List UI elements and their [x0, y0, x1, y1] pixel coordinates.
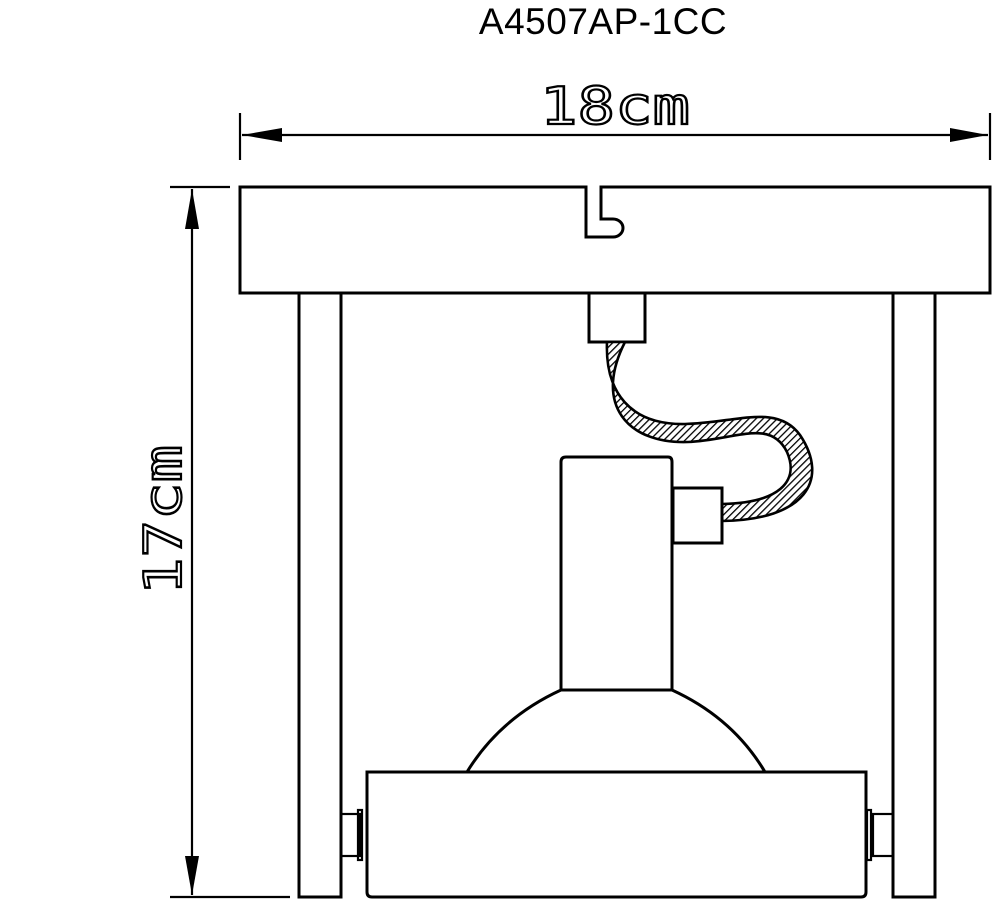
arrow-down-icon: [185, 856, 199, 895]
left-bracket-arm: [297, 291, 343, 899]
top-cable-connector: [587, 291, 647, 344]
arrow-left-icon: [242, 128, 282, 142]
flexible-cable-body: [605, 340, 814, 523]
right-bracket-arm: [891, 291, 937, 899]
height-dimension: 17cm: [133, 185, 290, 899]
left-pivot: [339, 808, 364, 862]
width-label: 18cm: [540, 77, 690, 137]
ceiling-base-plate: [238, 185, 992, 295]
lamp-stem: [559, 455, 674, 692]
lamp-body: [365, 770, 868, 899]
lamp-dome: [465, 688, 767, 773]
right-pivot: [865, 808, 895, 862]
side-cable-connector: [671, 486, 724, 545]
arrow-up-icon: [185, 189, 199, 229]
height-label: 17cm: [134, 445, 194, 595]
arrow-right-icon: [950, 128, 988, 142]
width-dimension: 18cm: [238, 76, 992, 160]
model-code-title: A4507AP-1CC: [478, 1, 728, 42]
